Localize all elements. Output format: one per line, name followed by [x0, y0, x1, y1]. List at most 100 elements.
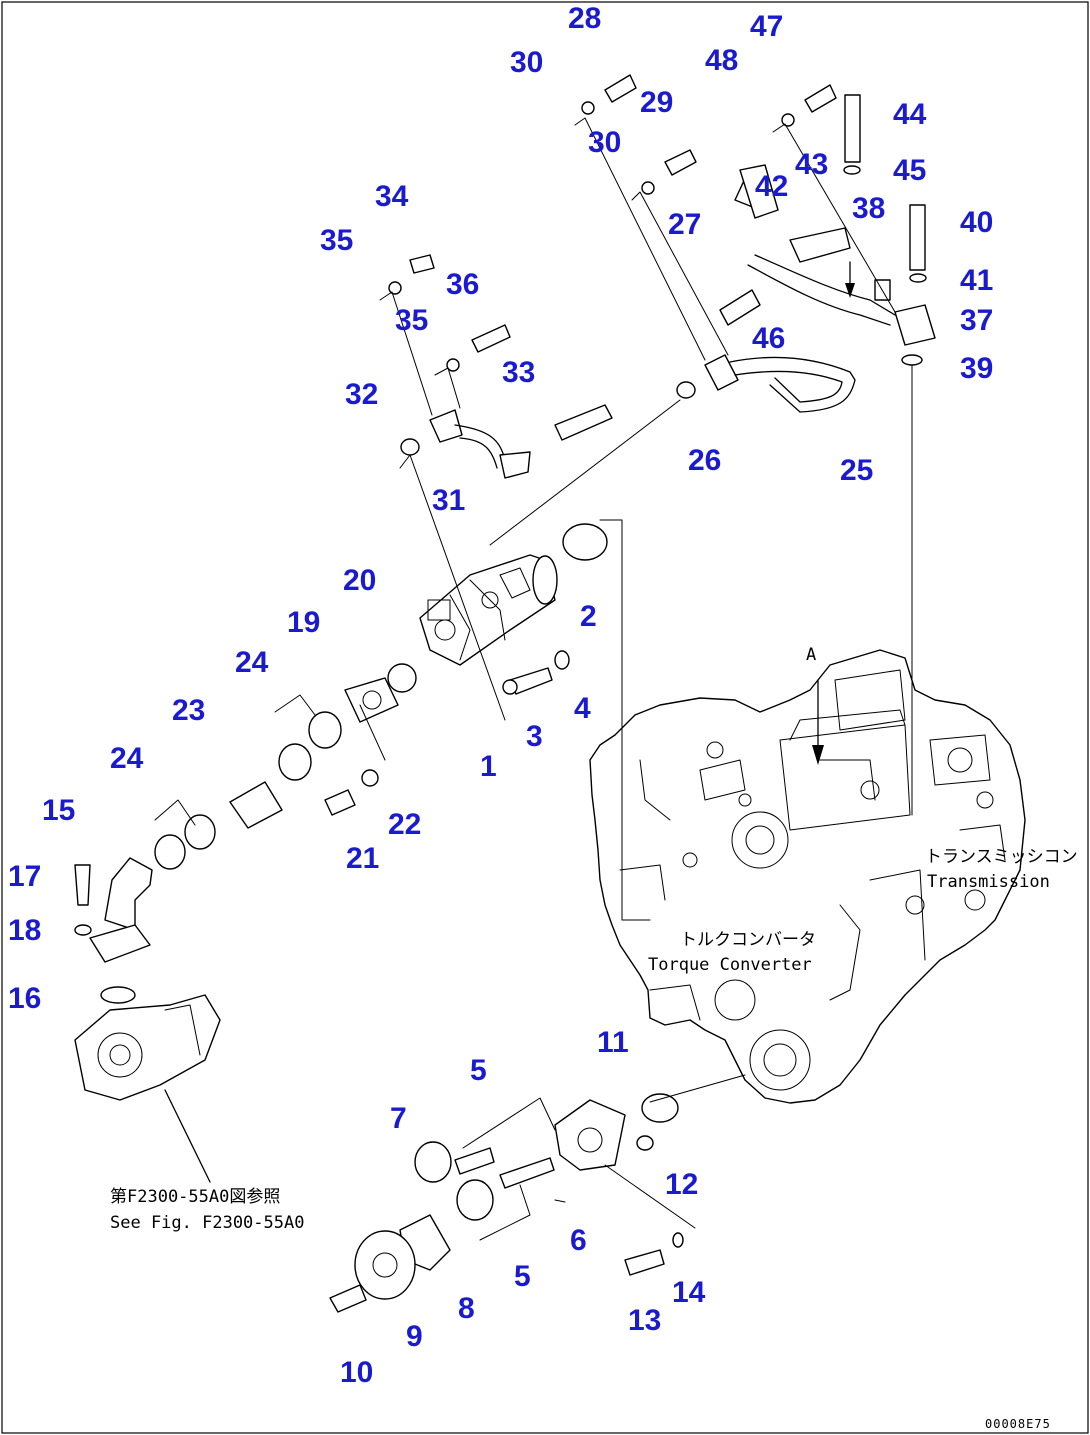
gear-7: [414, 1141, 452, 1183]
note-see-fig-en: See Fig. F2300-55A0: [110, 1213, 304, 1233]
callout-12: 12: [665, 1168, 698, 1201]
hydraulic-pump: [419, 554, 558, 666]
bracket-43: [789, 227, 851, 263]
bolt-36: [471, 324, 511, 353]
callout-4: 4: [574, 692, 591, 725]
callout-3: 3: [526, 720, 543, 753]
washer-22: [361, 769, 379, 787]
bolt-40: [909, 204, 926, 271]
o-ring-2: [562, 523, 608, 561]
callout-36: 36: [446, 268, 479, 301]
callout-15: 15: [42, 794, 75, 827]
o-ring-12: [636, 1135, 654, 1151]
callout-9: 9: [406, 1320, 423, 1353]
pipe-31-assembly: [388, 254, 613, 479]
clamp-24a: [308, 711, 342, 749]
washer-4: [554, 650, 570, 670]
callout-25: 25: [840, 454, 873, 487]
callout-45: 45: [893, 154, 926, 187]
callout-13: 13: [628, 1304, 661, 1337]
callout-43: 43: [795, 148, 828, 181]
leader-lines: [154, 117, 913, 1241]
view-arrow-a-detail: [845, 261, 855, 298]
bolt-29: [664, 149, 697, 176]
bolt-28: [604, 74, 637, 103]
o-ring-32: [400, 438, 420, 456]
callout-16: 16: [8, 982, 41, 1015]
callout-24b: 24: [110, 742, 144, 775]
callout-44: 44: [893, 98, 927, 131]
note-see-fig-jp: 第F2300-55A0図参照: [110, 1187, 280, 1207]
block-37: [894, 304, 936, 346]
pipe-25-assembly: [581, 74, 936, 413]
transmission-housing: [589, 649, 1026, 1104]
tube-15: [104, 857, 153, 931]
lower-housing: [74, 994, 221, 1183]
note-transmission-jp: トランスミッシコン: [925, 847, 1078, 867]
bolt-17: [74, 864, 91, 906]
callout-labels: 28 30 29 30 47 48 44 45 43 42 38 40 27 4…: [8, 2, 993, 1389]
callout-48: 48: [705, 44, 738, 77]
callout-8: 8: [458, 1292, 475, 1325]
callout-34: 34: [375, 180, 409, 213]
callout-14: 14: [672, 1276, 706, 1309]
bolt-34: [409, 254, 435, 274]
callout-21: 21: [346, 842, 379, 875]
callout-5b: 5: [514, 1260, 531, 1293]
bolt-21: [324, 789, 356, 816]
callout-22: 22: [388, 808, 421, 841]
callout-23: 23: [172, 694, 205, 727]
callout-5a: 5: [470, 1054, 487, 1087]
callout-28: 28: [568, 2, 601, 35]
callout-40: 40: [960, 206, 993, 239]
bolt-10: [329, 1284, 367, 1313]
callout-11: 11: [597, 1026, 629, 1059]
callout-29: 29: [640, 86, 673, 119]
callout-41: 41: [960, 264, 993, 297]
note-torque-converter-jp: トルクコンバータ: [680, 930, 816, 950]
bolt-13: [624, 1249, 665, 1276]
callout-26: 26: [688, 444, 721, 477]
hose-23: [229, 781, 283, 829]
fitting-46: [719, 289, 761, 326]
callout-6: 6: [570, 1224, 587, 1257]
callout-27: 27: [668, 208, 701, 241]
callout-38: 38: [852, 192, 885, 225]
washer-45: [843, 165, 861, 175]
flange-19: [344, 677, 399, 723]
note-transmission-en: Transmission: [927, 872, 1050, 892]
washer-35b: [446, 358, 460, 372]
o-ring-20: [387, 663, 417, 693]
gear-pump-assembly: [329, 1093, 684, 1313]
tube-33: [554, 404, 613, 441]
callout-18: 18: [8, 914, 41, 947]
bolt-47: [804, 84, 837, 113]
callout-19: 19: [287, 606, 320, 639]
clamp-24b: [184, 814, 216, 850]
diagram-code: 00008E75: [985, 1417, 1051, 1431]
o-ring-26: [676, 381, 696, 399]
washer-30b: [641, 181, 655, 195]
callout-32: 32: [345, 378, 378, 411]
callout-24a: 24: [235, 646, 269, 679]
callout-1: 1: [480, 750, 497, 783]
callout-30a: 30: [510, 46, 543, 79]
callout-31: 31: [432, 484, 465, 517]
callout-39: 39: [960, 352, 993, 385]
pin-6: [554, 1199, 566, 1203]
callout-20: 20: [343, 564, 376, 597]
washer-14: [672, 1232, 684, 1248]
cover-9: [354, 1230, 416, 1300]
callout-33: 33: [502, 356, 535, 389]
callout-46: 46: [752, 322, 785, 355]
callout-2: 2: [580, 600, 597, 633]
callout-10: 10: [340, 1356, 373, 1389]
o-ring-16: [100, 986, 136, 1004]
callout-37: 37: [960, 304, 993, 337]
o-ring-39: [901, 354, 923, 366]
view-label-a: A: [806, 645, 816, 665]
washer-30a: [581, 101, 595, 115]
callout-17: 17: [8, 860, 41, 893]
